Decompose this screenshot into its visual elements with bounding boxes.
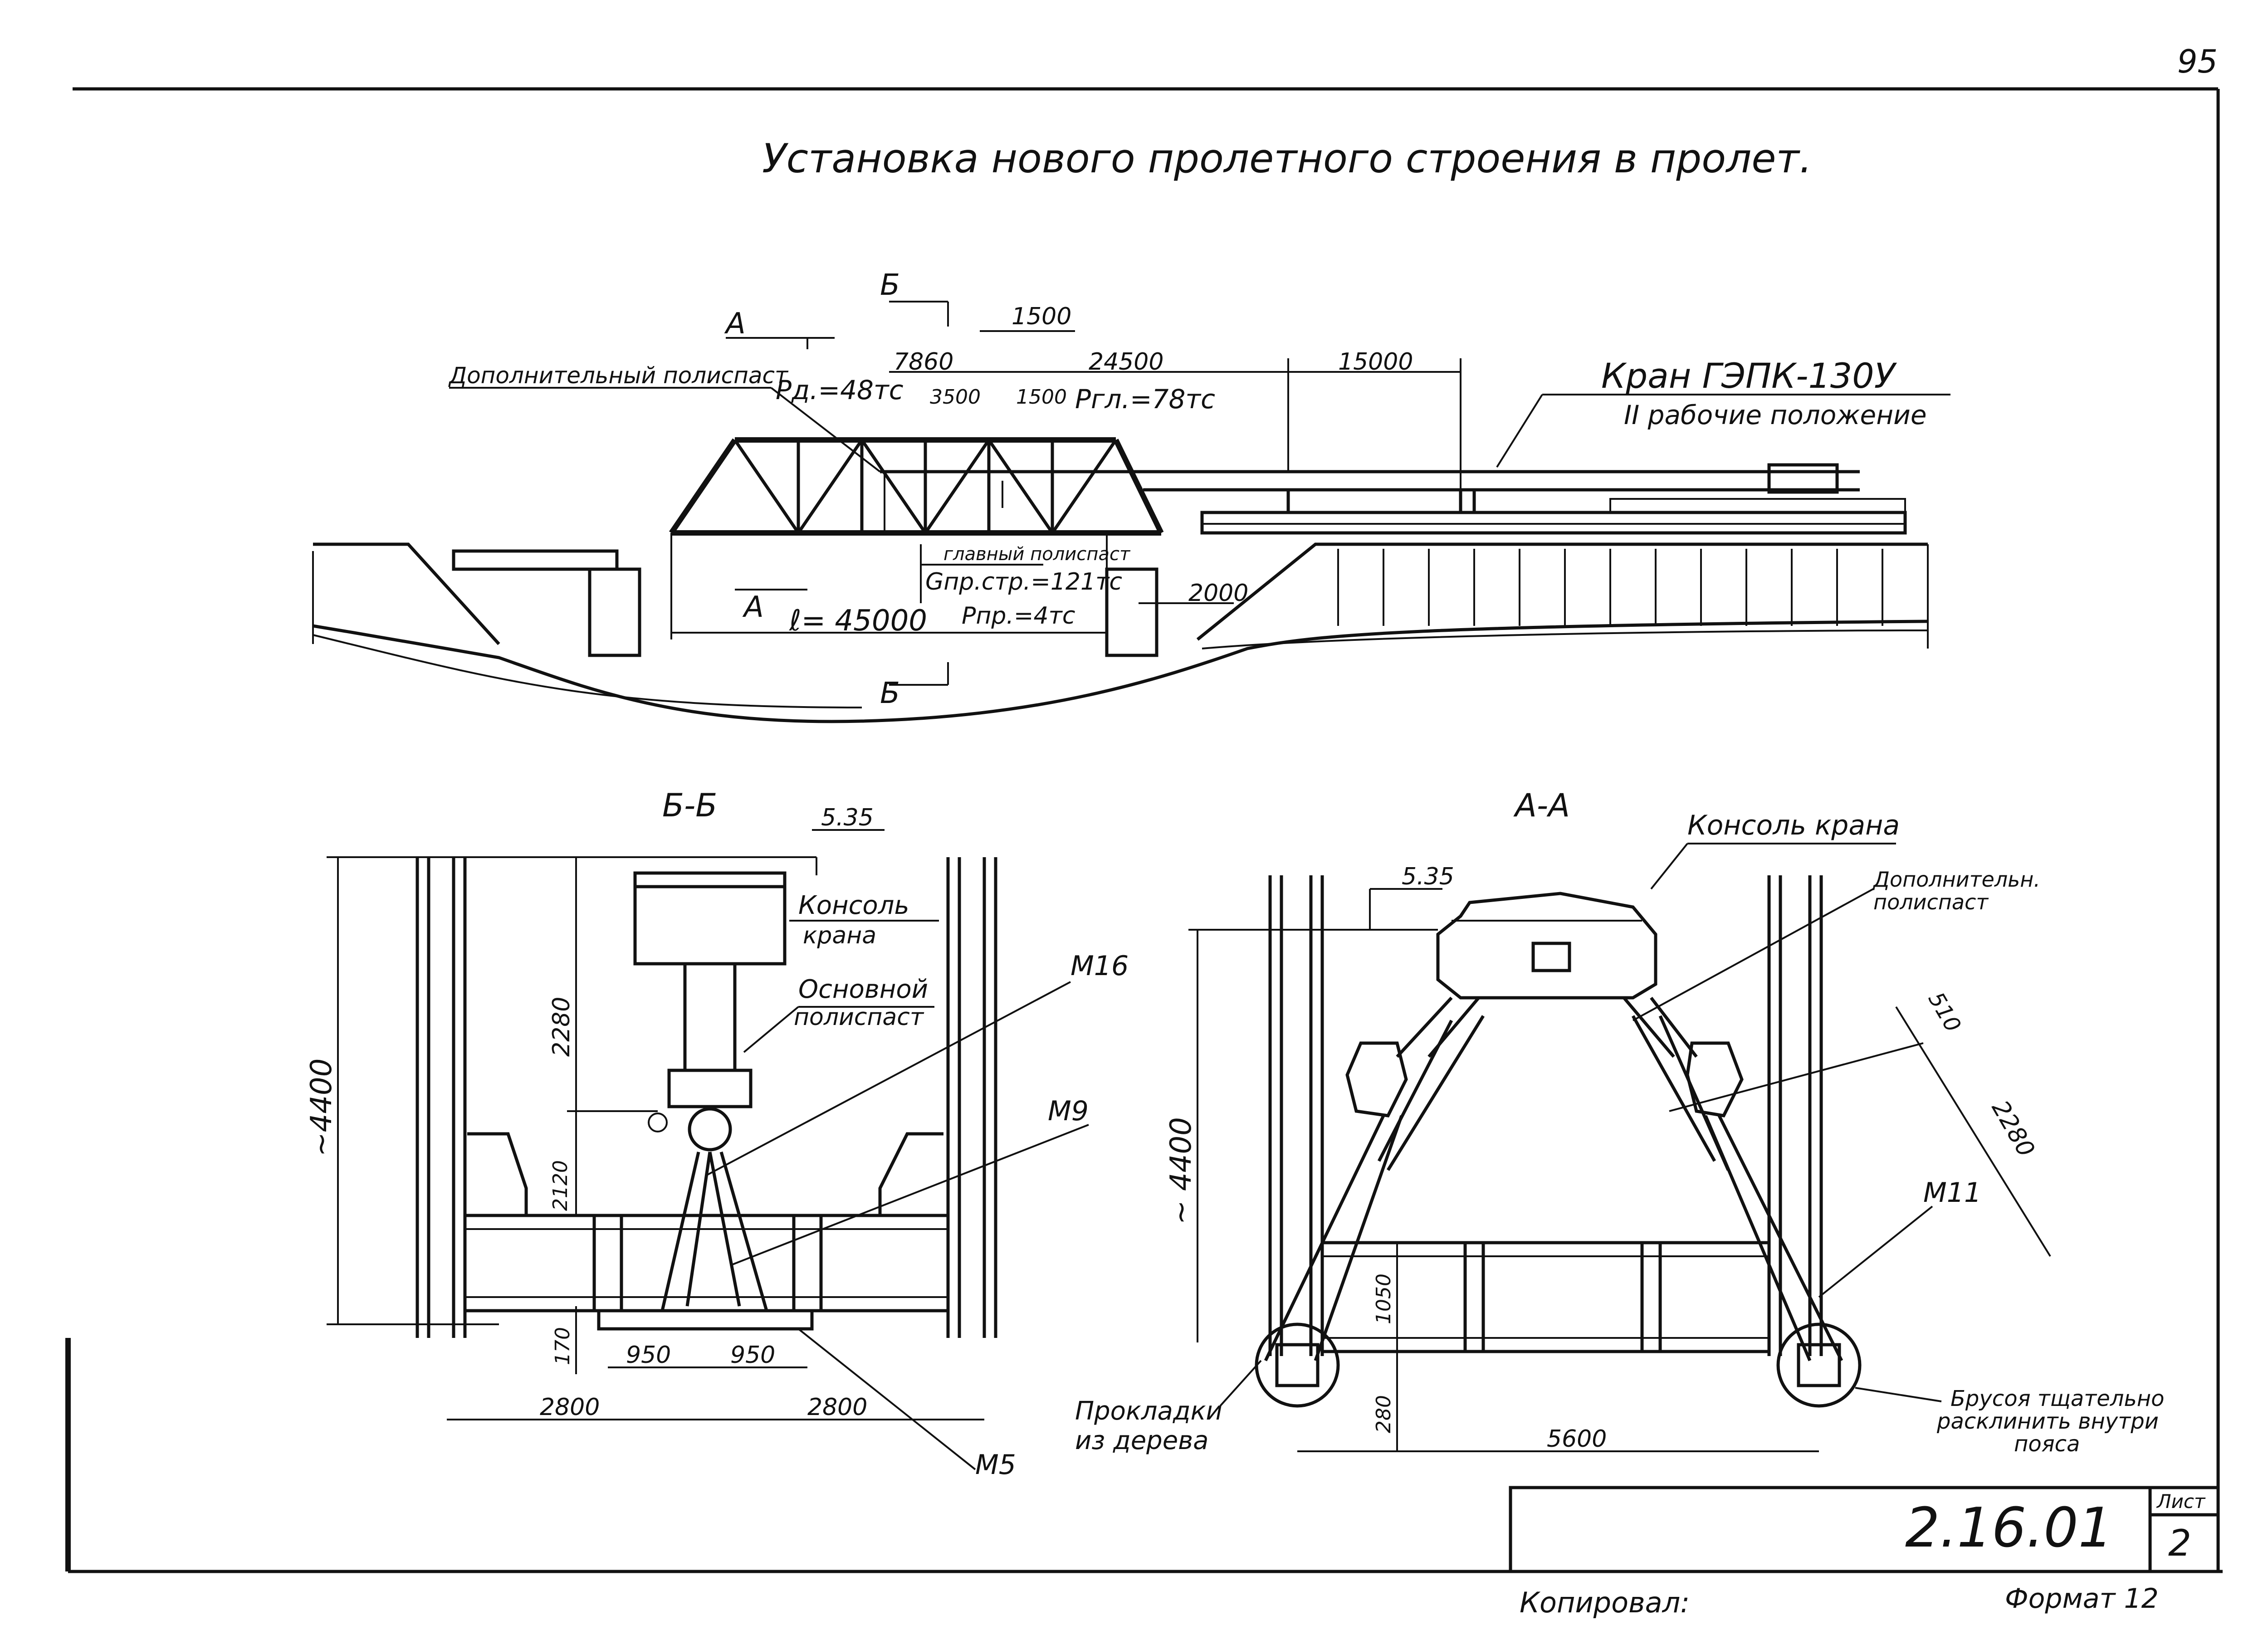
console-head-aa xyxy=(1436,892,1657,1000)
left-pier xyxy=(588,567,641,657)
right-embankment xyxy=(1196,542,1928,641)
span-length: ℓ= 45000 xyxy=(789,604,927,638)
label-crane-position: II рабочие положение xyxy=(1624,400,1927,430)
dim-2280-bb: 2280 xyxy=(548,997,575,1057)
dim-2120-bb: 2120 xyxy=(549,1160,572,1211)
label-console-bb-1: Консоль xyxy=(798,891,909,920)
dim-1050-aa: 1050 xyxy=(1372,1274,1395,1324)
section-mark-b-bottom: Б xyxy=(880,677,900,710)
sheet-number: 2 xyxy=(2168,1522,2191,1564)
label-main-pulley: главный полиспаст xyxy=(943,544,1131,565)
mark-m11: М11 xyxy=(1923,1177,1981,1209)
dim-1500-mid: 1500 xyxy=(1016,386,1067,409)
dim-height-bb: ~4400 xyxy=(305,1059,338,1157)
dim-510-aa: 510 xyxy=(1923,988,1966,1036)
label-beam-2: расклинить внутри xyxy=(1936,1409,2159,1434)
label-extra-pulley: Дополнительный полиспаст xyxy=(448,362,789,389)
format: Формат 12 xyxy=(2005,1583,2159,1615)
label-beam-3: пояса xyxy=(2014,1431,2080,1457)
load-ppr: Pпр.=4тс xyxy=(962,602,1075,630)
label-extra-pulley-aa-1: Дополнительн. xyxy=(1872,867,2040,892)
dim-24500: 24500 xyxy=(1089,348,1163,376)
drawing-code: 2.16.01 xyxy=(1905,1497,2113,1560)
truss-span xyxy=(669,437,1164,639)
section-bb-title: Б-Б xyxy=(662,787,717,824)
mark-m16: М16 xyxy=(1070,950,1129,982)
left-embankment xyxy=(313,542,500,645)
dim-3500: 3500 xyxy=(930,386,981,409)
label-main-pulley-bb-1: Основной xyxy=(798,975,928,1004)
dim-2800b-bb: 2800 xyxy=(807,1394,867,1421)
label-console-bb-2: крана xyxy=(803,922,876,949)
load-gpr: Gпр.стр.=121тс xyxy=(925,568,1122,595)
sheet-label: Лист xyxy=(2156,1490,2206,1513)
dim-2800a-bb: 2800 xyxy=(540,1394,600,1421)
crane xyxy=(880,463,1907,535)
level-aa: 5.35 xyxy=(1402,863,1454,890)
load-pgl: Pгл.=78тс xyxy=(1075,384,1215,415)
label-crane: Кран ГЭПК-130У xyxy=(1601,356,1897,396)
main-beam-aa xyxy=(1320,1241,1771,1353)
label-main-pulley-bb-2: полиспаст xyxy=(794,1004,924,1031)
mark-m5: М5 xyxy=(975,1449,1016,1481)
label-beam-1: Брусоя тщательно xyxy=(1950,1386,2165,1411)
drawing-title: Установка нового пролетного строения в п… xyxy=(762,135,1812,182)
title-stamp: 2.16.01 Лист 2 Копировал: Формат 12 xyxy=(1509,1486,2220,1619)
dim-2000: 2000 xyxy=(1188,580,1248,607)
label-extra-pulley-aa-2: полиспаст xyxy=(1873,890,1989,914)
copied-by: Копировал: xyxy=(1520,1586,1690,1619)
dim-170-bb: 170 xyxy=(551,1327,574,1365)
section-aa-title: А-А xyxy=(1513,787,1570,824)
dim-280-aa: 280 xyxy=(1372,1395,1395,1433)
load-pd: Pд.=48тс xyxy=(776,375,904,405)
dim-7860: 7860 xyxy=(894,348,953,376)
embankment-hatching xyxy=(1337,549,1883,626)
dim-5600-aa: 5600 xyxy=(1547,1425,1607,1453)
wood-pad-right xyxy=(1776,1322,1862,1408)
dim-950b-bb: 950 xyxy=(730,1342,775,1369)
console-box-bb xyxy=(633,871,787,966)
dim-1500-top: 1500 xyxy=(1012,303,1071,330)
level-bb: 5.35 xyxy=(821,804,874,831)
ground-profile xyxy=(313,620,1928,723)
dim-height-aa: ~ 4400 xyxy=(1164,1117,1198,1225)
section-bb: Б-Б xyxy=(305,787,1129,1481)
page-number: 95 xyxy=(2177,43,2218,80)
wood-pad-left xyxy=(1255,1322,1340,1408)
section-mark-a-top: A xyxy=(724,307,746,341)
dim-2280-aa: 2280 xyxy=(1986,1096,2040,1162)
label-console-aa: Консоль крана xyxy=(1687,810,1900,841)
section-mark-b-top: Б xyxy=(880,268,900,302)
label-pads-1: Прокладки xyxy=(1075,1396,1222,1426)
dim-15000: 15000 xyxy=(1338,348,1413,376)
section-aa: А-А xyxy=(1075,787,2165,1457)
section-mark-a-bottom: A xyxy=(742,590,764,624)
elevation-dimension-lines xyxy=(449,301,1950,686)
label-pads-2: из дерева xyxy=(1075,1426,1208,1455)
mark-m9: М9 xyxy=(1048,1095,1089,1127)
elevation-view: A A Б Б 1500 7860 24500 15000 3500 1500 … xyxy=(312,268,1950,723)
dim-950a-bb: 950 xyxy=(626,1342,671,1369)
